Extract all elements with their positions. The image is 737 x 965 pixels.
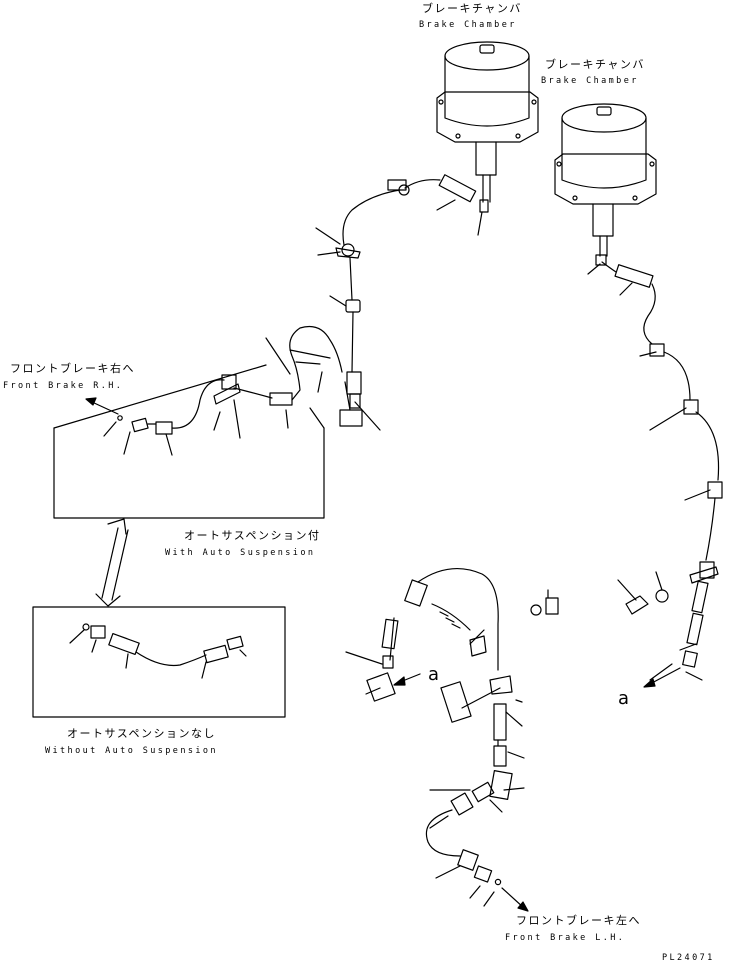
reference-a-left: a (428, 664, 440, 685)
without-auto-suspension-label-en: Without Auto Suspension (45, 746, 218, 756)
without-auto-suspension-label-jp: オートサスペンションなし (67, 727, 217, 740)
brake-line-right (587, 261, 723, 681)
with-auto-suspension-label-jp: オートサスペンション付 (184, 529, 321, 542)
brake-chamber-right (554, 103, 657, 266)
front-brake-rh-label-en: Front Brake R.H. (3, 381, 124, 391)
without-auto-suspension-box (32, 606, 286, 718)
arrow-front-brake-lh (501, 887, 529, 912)
front-brake-lh-label-jp: フロントブレーキ左へ (516, 914, 641, 927)
brake-line-lower (345, 568, 559, 907)
arrow-ref-a-left (393, 673, 421, 686)
brake-chamber-label-jp-2: ブレーキチャンバ (545, 58, 645, 71)
double-arrow (95, 518, 129, 607)
front-brake-lh-label-en: Front Brake L.H. (505, 933, 626, 943)
brake-chamber-label-jp-1: ブレーキチャンバ (422, 2, 522, 15)
with-auto-suspension-label-en: With Auto Suspension (165, 548, 316, 558)
drawing-number: PL24071 (662, 953, 715, 963)
brake-chamber-label-en-2: Brake Chamber (541, 76, 639, 86)
brake-chamber-left (436, 41, 539, 213)
with-auto-suspension-box (53, 325, 343, 519)
brake-chamber-label-en-1: Brake Chamber (419, 20, 517, 30)
arrow-ref-a-right (643, 667, 681, 688)
brake-line-upper (315, 174, 483, 431)
front-brake-rh-label-jp: フロントブレーキ右へ (10, 362, 135, 375)
reference-a-right: a (618, 688, 630, 709)
arrow-front-brake-rh (85, 397, 119, 415)
